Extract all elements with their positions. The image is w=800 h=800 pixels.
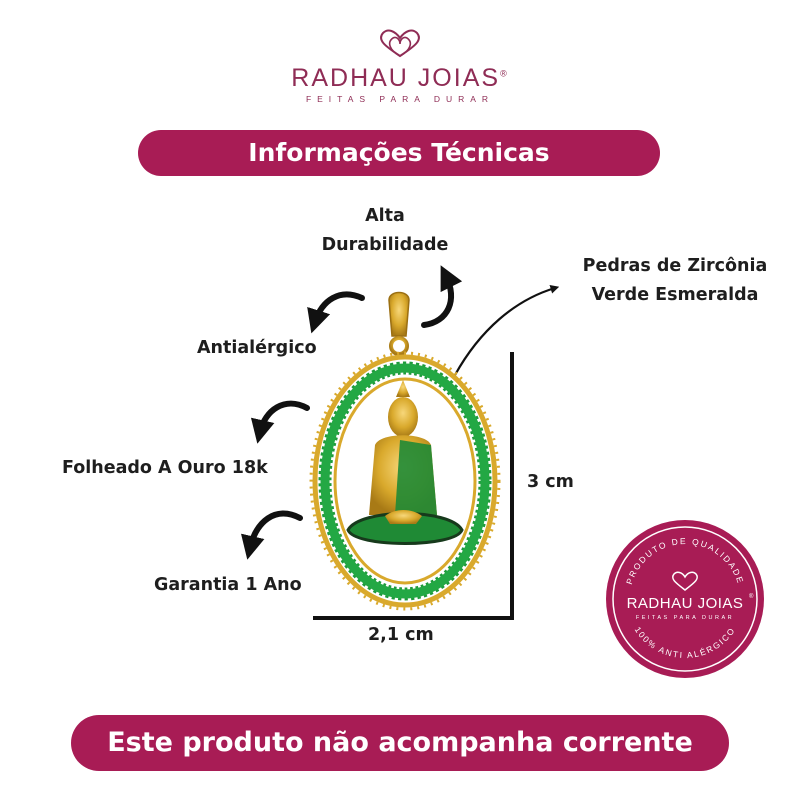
seal-heart-icon — [672, 571, 698, 591]
width-dimension: 2,1 cm — [368, 625, 434, 645]
height-dimension: 3 cm — [527, 472, 574, 492]
brand-tagline: FEITAS PARA DURAR — [305, 94, 495, 104]
brand-name: RADHAU JOIAS® — [291, 64, 509, 92]
warranty-label: Garantia 1 Ano — [154, 575, 302, 595]
curved-arrow-icon — [421, 265, 463, 328]
durability-label: Alta Durabilidade — [321, 206, 449, 255]
quality-seal: PRODUTO DE QUALIDADE 100% ANTI ALÉRGICO … — [606, 520, 764, 678]
plating-label: Folheado A Ouro 18k — [62, 458, 268, 478]
curved-arrow-icon — [241, 510, 303, 560]
brand-logo: RADHAU JOIAS® FEITAS PARA DURAR — [0, 28, 800, 104]
heart-logo-icon — [380, 29, 420, 58]
stones-label: Pedras de Zircônia Verde Esmeralda — [582, 256, 768, 305]
long-arrow-icon — [454, 285, 560, 376]
hypoallergenic-label: Antialérgico — [197, 338, 317, 358]
no-chain-notice: Este produto não acompanha corrente — [71, 715, 729, 771]
seal-brand: RADHAU JOIAS — [627, 595, 744, 612]
curved-arrow-icon — [307, 291, 365, 334]
curved-arrow-icon — [250, 400, 310, 444]
section-title: Informações Técnicas — [138, 130, 660, 176]
seal-registered-mark: ® — [749, 593, 754, 600]
seal-tagline: FEITAS PARA DURAR — [636, 615, 734, 621]
